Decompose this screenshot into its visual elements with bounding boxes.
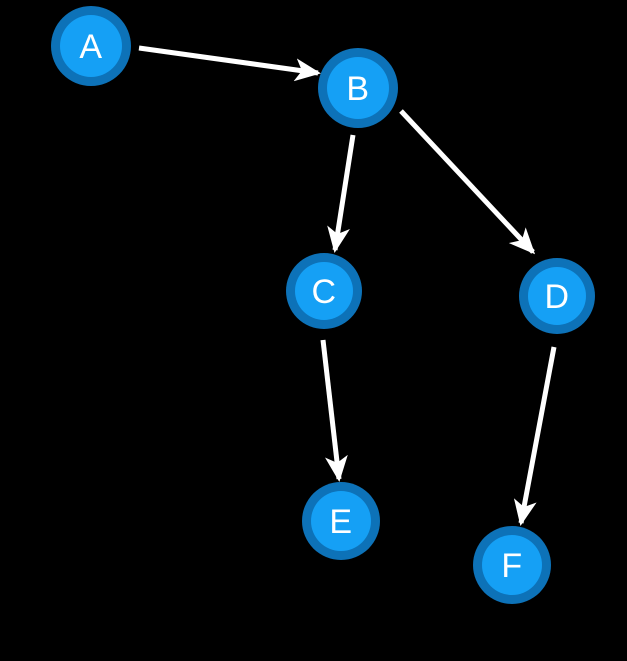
node-label-c: C <box>311 273 336 311</box>
graph-edge-a-to-b[interactable] <box>138 45 321 82</box>
nodes-layer: A B C D E F <box>51 6 595 604</box>
node-fill-b <box>327 57 389 119</box>
graph-node-c[interactable]: C <box>286 253 362 329</box>
graph-edge-d-to-f[interactable] <box>513 346 557 526</box>
node-fill-e <box>311 491 371 551</box>
node-fill-c <box>295 262 353 320</box>
graph-node-b[interactable]: B <box>318 48 398 128</box>
graph-node-e[interactable]: E <box>302 482 380 560</box>
graph-node-a[interactable]: A <box>51 6 131 86</box>
graph-edge-b-to-c[interactable] <box>327 134 356 253</box>
graph-edge-b-to-d[interactable] <box>399 109 536 255</box>
node-label-e: E <box>329 503 352 541</box>
edges-layer <box>138 45 557 526</box>
node-fill-f <box>482 535 542 595</box>
graph-node-f[interactable]: F <box>473 526 551 604</box>
node-label-a: A <box>79 28 102 66</box>
graph-edge-c-to-e[interactable] <box>320 339 348 482</box>
node-label-f: F <box>501 547 522 585</box>
node-label-b: B <box>346 70 369 108</box>
graph-node-d[interactable]: D <box>519 258 595 334</box>
node-fill-d <box>528 267 586 325</box>
node-label-d: D <box>544 278 569 316</box>
node-fill-a <box>60 15 122 77</box>
